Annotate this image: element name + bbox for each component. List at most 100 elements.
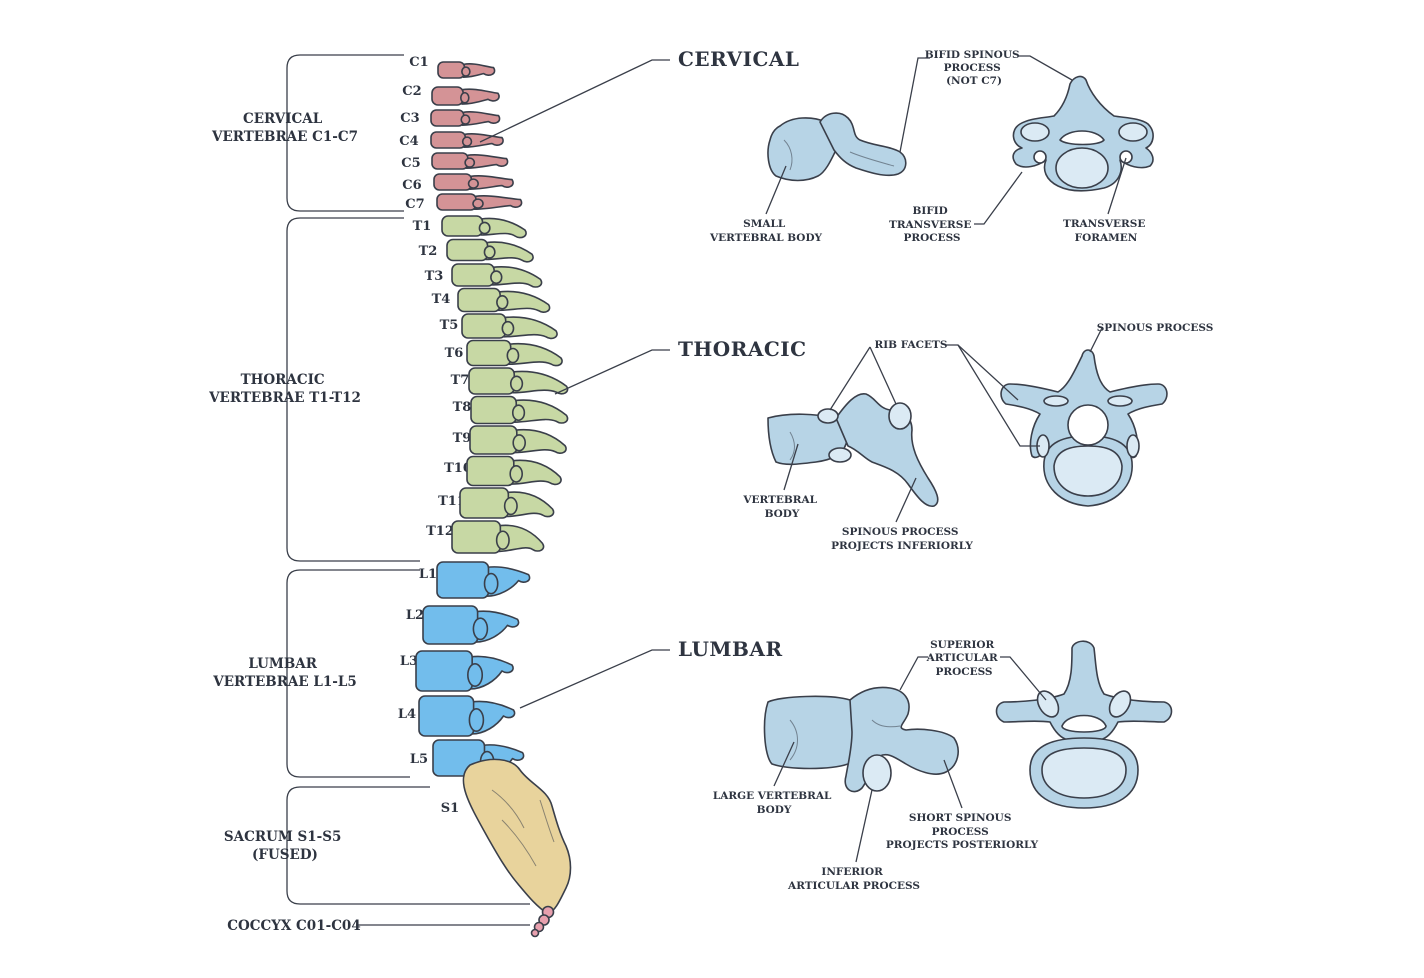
cervical-spinous-process xyxy=(473,195,523,210)
lumbar-vertebra xyxy=(422,605,520,645)
thoracic-spinous-process xyxy=(497,290,551,313)
thoracic-vertebra xyxy=(469,425,567,455)
thoracic-spinous-process xyxy=(508,342,563,367)
cervical-facet xyxy=(459,91,470,104)
rib-facets-leader xyxy=(957,344,1040,447)
thoracic-vertebra xyxy=(466,339,563,367)
cervical-vertebra xyxy=(433,173,514,191)
thoracic-vertebral-body xyxy=(470,395,518,425)
level-label: L4 xyxy=(398,707,416,722)
thoracic-vertebral-body xyxy=(466,339,512,367)
cervical-vertebra xyxy=(431,152,509,170)
level-label: C5 xyxy=(401,156,420,171)
lumbar-vertebral-body xyxy=(415,650,473,692)
small-body-label: SMALL VERTEBRAL BODY xyxy=(709,218,823,244)
thoracic-spinous-process xyxy=(480,217,527,239)
cervical-spinous-process xyxy=(461,88,500,105)
coccyx-group-label: COCCYX C01-C04 xyxy=(227,918,360,934)
thoracic-spinous-process xyxy=(514,428,567,454)
cervical-bracket xyxy=(286,54,404,212)
thoracic-spinous-process xyxy=(485,241,534,263)
lumbar-leader xyxy=(519,649,670,709)
thoracic-facet xyxy=(509,464,524,483)
thoracic-lateral-vertebra xyxy=(767,393,939,508)
level-label: C1 xyxy=(409,55,428,70)
rib-facets-leader xyxy=(869,346,897,405)
short-spinous-label: SHORT SPINOUS PROCESS PROJECTS POSTERIOR… xyxy=(886,812,1039,851)
spinous-inferior-leader xyxy=(895,477,917,523)
thoracic-vertebra xyxy=(466,455,562,487)
superior-articular-leader xyxy=(899,656,928,691)
cervical-vertebral-body xyxy=(436,193,477,211)
thoracic-facet xyxy=(483,245,496,259)
thoracic-spinous-process xyxy=(491,266,543,288)
level-label: S1 xyxy=(441,801,459,816)
transverse-foramen-leader xyxy=(1107,157,1127,215)
lumbar-facet xyxy=(472,617,489,641)
thoracic-facet xyxy=(503,496,518,516)
vertebral-body-label: VERTEBRAL BODY xyxy=(742,494,820,520)
level-label: C3 xyxy=(400,111,419,126)
sacrum-group-label: SACRUM S1-S5 (FUSED) xyxy=(224,829,346,863)
thoracic-facet xyxy=(478,221,491,235)
thoracic-facet xyxy=(509,375,524,392)
thoracic-vertebral-body xyxy=(451,520,502,554)
thoracic-facet xyxy=(512,434,527,452)
lumbar-vertebral-body xyxy=(418,695,475,737)
bifid-spinous-leader xyxy=(1018,55,1073,81)
thoracic-vertebra xyxy=(459,487,555,519)
thoracic-facet xyxy=(511,404,526,422)
lumbar-facet xyxy=(483,572,499,595)
lumbar-vertebral-body xyxy=(422,605,479,645)
cervical-facet xyxy=(461,66,471,77)
thoracic-group-label: THORACIC VERTEBRAE T1-T12 xyxy=(208,372,361,406)
thoracic-vertebra xyxy=(446,238,534,263)
lumbar-vertebra xyxy=(418,695,516,737)
bifid-transverse-label: BIFID TRANSVERSE PROCESS xyxy=(889,205,975,244)
thoracic-vertebra xyxy=(457,287,551,313)
sacrum-bracket xyxy=(286,786,530,905)
cervical-vertebra xyxy=(430,131,504,149)
lumbar-section-title: LUMBAR xyxy=(678,637,783,661)
thoracic-spinous-process xyxy=(511,370,569,395)
level-label: T11 xyxy=(438,494,466,509)
lumbar-lateral-vertebra xyxy=(763,686,959,793)
cervical-vertebral-body xyxy=(430,131,467,149)
thoracic-facet xyxy=(490,270,503,285)
superior-articular-leader xyxy=(1000,656,1047,701)
cervical-vertebral-body xyxy=(431,86,465,106)
cervical-vertebra xyxy=(431,86,500,106)
level-label: T2 xyxy=(419,244,438,259)
cervical-vertebral-body xyxy=(431,152,469,170)
thoracic-section-title: THORACIC xyxy=(678,337,807,361)
cervical-spinous-process xyxy=(469,175,514,190)
cervical-vertebra xyxy=(437,61,496,79)
thoracic-vertebral-body xyxy=(459,487,510,519)
thoracic-spinous-process xyxy=(505,491,555,518)
spinal-column xyxy=(415,61,569,777)
thoracic-spinous-process xyxy=(513,399,569,424)
thoracic-vertebral-body xyxy=(469,425,518,455)
level-label: L2 xyxy=(406,608,424,623)
thoracic-vertebral-body xyxy=(466,455,515,487)
lumbar-vertebra xyxy=(436,561,531,599)
spinous-process-leader xyxy=(1089,327,1103,353)
lumbar-facet xyxy=(467,662,484,687)
thoracic-vertebral-body xyxy=(461,313,507,339)
lumbar-facet xyxy=(468,707,485,732)
level-label: T3 xyxy=(425,269,444,284)
thoracic-vertebra xyxy=(451,263,543,288)
inferior-articular-leader xyxy=(855,789,873,863)
thoracic-vertebral-body xyxy=(441,215,484,237)
lumbar-vertebra xyxy=(415,650,514,692)
transverse-foramen-label: TRANSVERSE FORAMEN xyxy=(1063,218,1149,244)
thoracic-leader xyxy=(554,349,670,395)
cervical-vertebral-body xyxy=(437,61,466,79)
level-label: C6 xyxy=(402,178,421,193)
cervical-facet xyxy=(472,198,484,209)
lumbar-top-vertebra xyxy=(995,640,1173,809)
cervical-top-vertebra xyxy=(1012,75,1154,192)
thoracic-vertebral-body xyxy=(451,263,495,287)
